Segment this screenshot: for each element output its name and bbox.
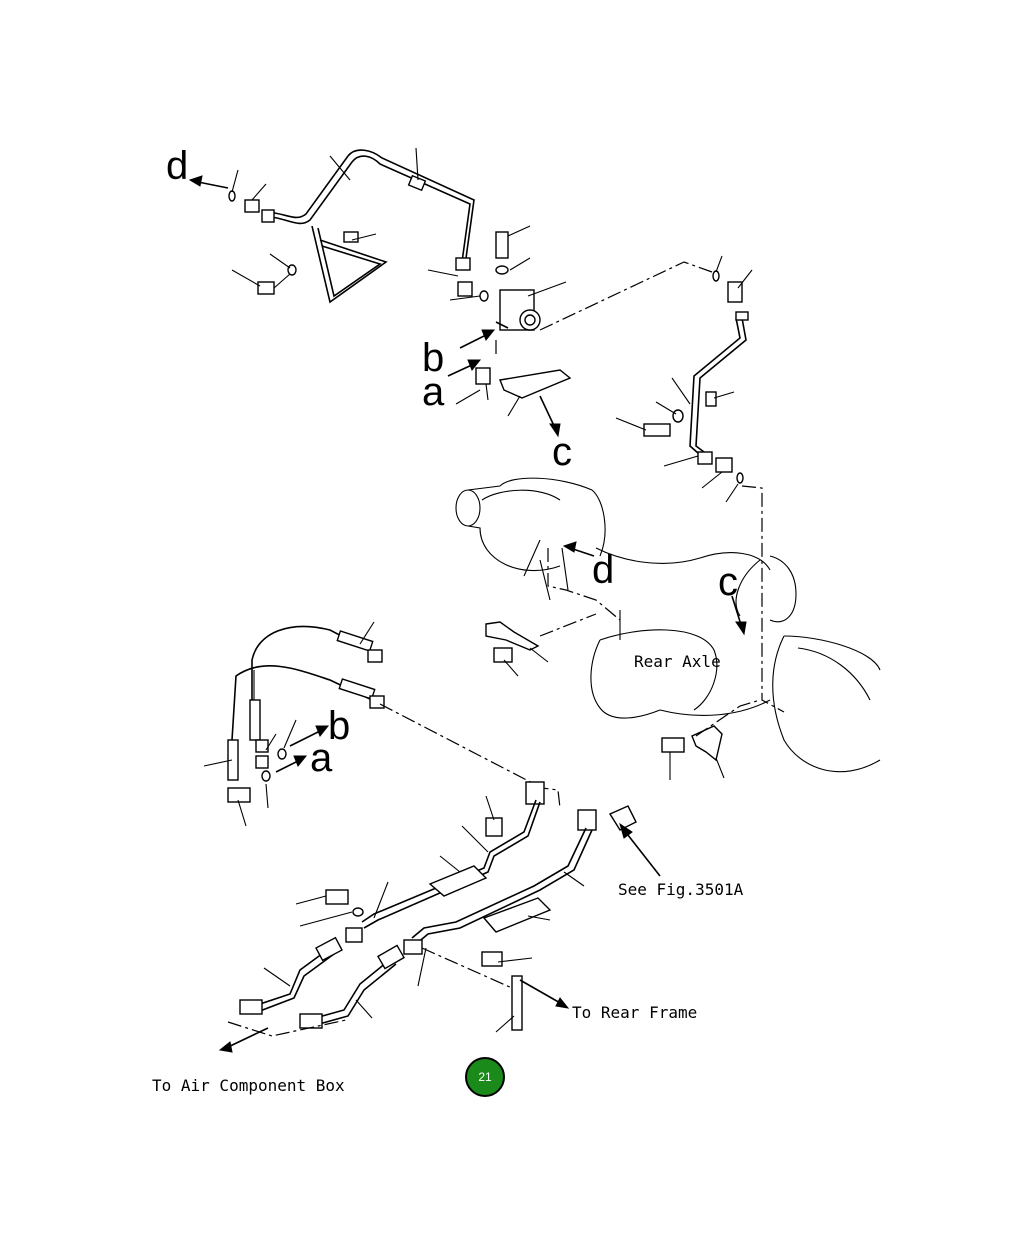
axle-bracket-right [661,595,761,780]
upper-tube-assembly [188,147,489,304]
valve-assembly [447,225,713,438]
axle-bracket-left [485,541,595,677]
to-rear-frame-label: To Rear Frame [572,1003,698,1022]
callout-a-lower: a [310,736,333,780]
callout-b-mid: b [422,336,445,380]
callout-a-mid: a [422,370,445,414]
callout-d-top: d [166,144,189,188]
see-fig-label: See Fig.3501A [618,880,744,899]
lower-hose-assembly [203,621,561,827]
callout-b-lower: b [328,704,351,748]
page-number: 21 [478,1070,492,1084]
rear-axle-housing [455,477,881,773]
callout-c-mid: c [552,430,572,474]
callout-d-axle: d [592,548,615,592]
page-number-badge[interactable]: 21 [465,1057,505,1097]
lower-tube-assembly [218,781,661,1053]
to-air-component-box-label: To Air Component Box [152,1076,345,1095]
right-tube-assembly [615,255,785,713]
callout-c-axle: c [718,560,738,604]
rear-axle-label: Rear Axle [634,652,721,671]
